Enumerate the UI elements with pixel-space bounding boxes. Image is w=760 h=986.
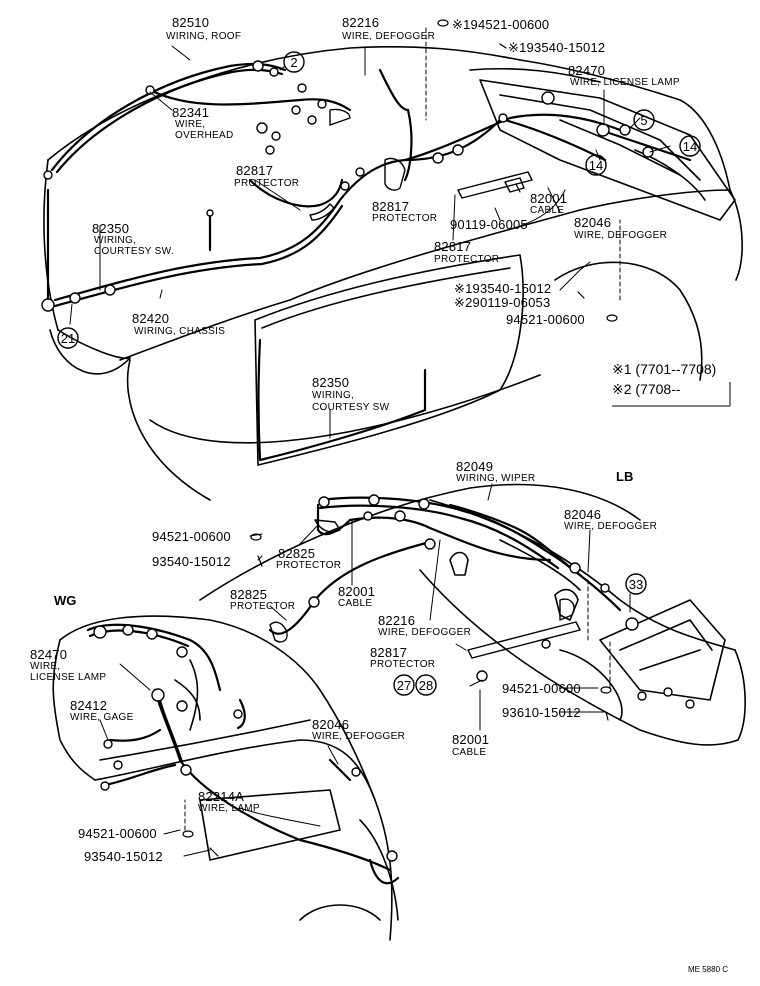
part-82412-desc: WIRE, GAGE: [70, 712, 134, 723]
part-82817-desc-a: PROTECTOR: [234, 178, 300, 189]
callout-numbers: 2 5 14 14 21 33 27 28: [61, 55, 697, 693]
bolt-93540-upper: ※193540-15012: [508, 40, 606, 55]
part-82341-number: 82341: [172, 105, 210, 120]
part-82817-number-c: 82817: [434, 239, 472, 254]
note-2: ※2 (7708--: [612, 381, 681, 397]
part-82046-number-upper: 82046: [574, 215, 612, 230]
callout-14b: 14: [683, 139, 697, 154]
part-82420-number: 82420: [132, 311, 170, 326]
part-82825-desc-b: PROTECTOR: [230, 601, 296, 612]
part-82046-desc-upper: WIRE, DEFOGGER: [574, 230, 668, 241]
part-82817-desc-b: PROTECTOR: [372, 213, 438, 224]
part-82817-desc-lb: PROTECTOR: [370, 659, 436, 670]
part-82470-number: 82470: [568, 63, 606, 78]
section-label-lb: LB: [616, 469, 634, 484]
upper-wiring-harness: [46, 62, 692, 462]
part-82214A-number: 82214A: [198, 789, 245, 804]
wg-wiring-harness: [86, 623, 400, 885]
bolt-93540-upper-b: ※193540-15012: [454, 281, 552, 296]
part-82470-number-wg: 82470: [30, 647, 68, 662]
part-82049-desc: WIRING, WIPER: [456, 473, 536, 484]
lb-callout-circles: [393, 573, 647, 696]
bolt-94521-upper: ※194521-00600: [452, 17, 550, 32]
callout-28: 28: [419, 678, 433, 693]
part-82350-number-a: 82350: [92, 221, 130, 236]
part-82001-desc-lb-a: CABLE: [338, 598, 373, 609]
part-82216-desc-lb: WIRE, DEFOGGER: [378, 627, 472, 638]
part-82046-number-lb: 82046: [564, 507, 602, 522]
part-82510-number: 82510: [172, 15, 210, 30]
callout-21: 21: [61, 331, 75, 346]
part-82046-number-wg: 82046: [312, 717, 350, 732]
upper-fasteners: [437, 19, 618, 322]
part-90119-upper: 90119-06005: [450, 217, 528, 232]
part-82350-desc1-a: WIRING,: [94, 235, 137, 246]
section-label-wg: WG: [54, 593, 77, 608]
callout-33: 33: [629, 577, 643, 592]
part-82216-number-lb: 82216: [378, 613, 416, 628]
part-82046-desc-wg: WIRE, DEFOGGER: [312, 731, 406, 742]
lb-leader-lines: [249, 483, 631, 731]
part-82470-desc2-wg: LICENSE LAMP: [30, 672, 107, 683]
note-1: ※1 (7701--7708): [612, 361, 717, 377]
wg-fasteners: [182, 830, 219, 857]
lb-connectors: [308, 494, 695, 709]
part-82350-desc2-b: COURTESY SW: [312, 402, 390, 413]
part-82214A-desc: WIRE, LAMP: [198, 803, 260, 814]
upper-leader-lines: [69, 27, 671, 439]
bolt-93540-wg: 93540-15012: [84, 849, 163, 864]
upper-callout-circles: [57, 51, 701, 349]
part-82817-number-a: 82817: [236, 163, 274, 178]
upper-car-body: [43, 45, 743, 501]
part-82817-desc-c: PROTECTOR: [434, 254, 500, 265]
footer-code: ME 5880 C: [688, 965, 729, 974]
part-82817-number-b: 82817: [372, 199, 410, 214]
callout-5: 5: [640, 113, 647, 128]
callout-27: 27: [397, 678, 411, 693]
wg-leader-lines: [99, 663, 339, 857]
part-82001-number-upper: 82001: [530, 191, 568, 206]
part-82001-desc-upper: CABLE: [530, 205, 565, 216]
callout-14a: 14: [589, 158, 603, 173]
part-82825-number-a: 82825: [278, 546, 316, 561]
part-82420-desc: WIRING, CHASSIS: [134, 326, 226, 337]
bolt-94521-wg: 94521-00600: [78, 826, 157, 841]
part-82817-number-lb: 82817: [370, 645, 408, 660]
part-82350-number-b: 82350: [312, 375, 350, 390]
lb-protectors: [269, 519, 581, 659]
lb-car-body: [199, 483, 746, 746]
bolt-93610-lb: 93610-15012: [502, 705, 581, 720]
part-82046-desc-lb: WIRE, DEFOGGER: [564, 521, 658, 532]
part-82470-desc1-wg: WIRE,: [30, 661, 61, 672]
part-82216-desc: WIRE, DEFOGGER: [342, 31, 436, 42]
part-82825-number-b: 82825: [230, 587, 268, 602]
part-82412-number: 82412: [70, 698, 108, 713]
part-82001-number-lb-a: 82001: [338, 584, 376, 599]
bolt-90119-upper-b: ※290119-06053: [454, 295, 551, 310]
part-82001-desc-lb-b: CABLE: [452, 747, 487, 758]
wg-connectors: [93, 624, 398, 862]
upper-connectors: [41, 60, 654, 312]
part-82825-desc-a: PROTECTOR: [276, 560, 342, 571]
bolt-93540-lb: 93540-15012: [152, 554, 231, 569]
part-82350-desc1-b: WIRING,: [312, 390, 355, 401]
notes-frame: [612, 382, 731, 407]
upper-protectors: [309, 108, 533, 221]
wg-car-body: [52, 615, 399, 941]
part-82341-desc1: WIRE,: [175, 119, 206, 130]
part-82341-desc2: OVERHEAD: [175, 130, 234, 141]
lb-wiring-harness: [268, 496, 622, 635]
bolt-94521-upper-b: 94521-00600: [506, 312, 585, 327]
bolt-94521-lb-b: 94521-00600: [502, 681, 581, 696]
bolt-94521-lb: 94521-00600: [152, 529, 231, 544]
part-82001-number-lb-b: 82001: [452, 732, 490, 747]
lb-fasteners: [250, 533, 612, 721]
part-82510-desc: WIRING, ROOF: [166, 31, 242, 42]
part-82470-desc: WIRE, LICENSE LAMP: [570, 77, 680, 88]
part-82049-number: 82049: [456, 459, 494, 474]
part-82350-desc2-a: COURTESY SW.: [94, 246, 174, 257]
callout-2: 2: [290, 55, 297, 70]
part-82216-number: 82216: [342, 15, 380, 30]
